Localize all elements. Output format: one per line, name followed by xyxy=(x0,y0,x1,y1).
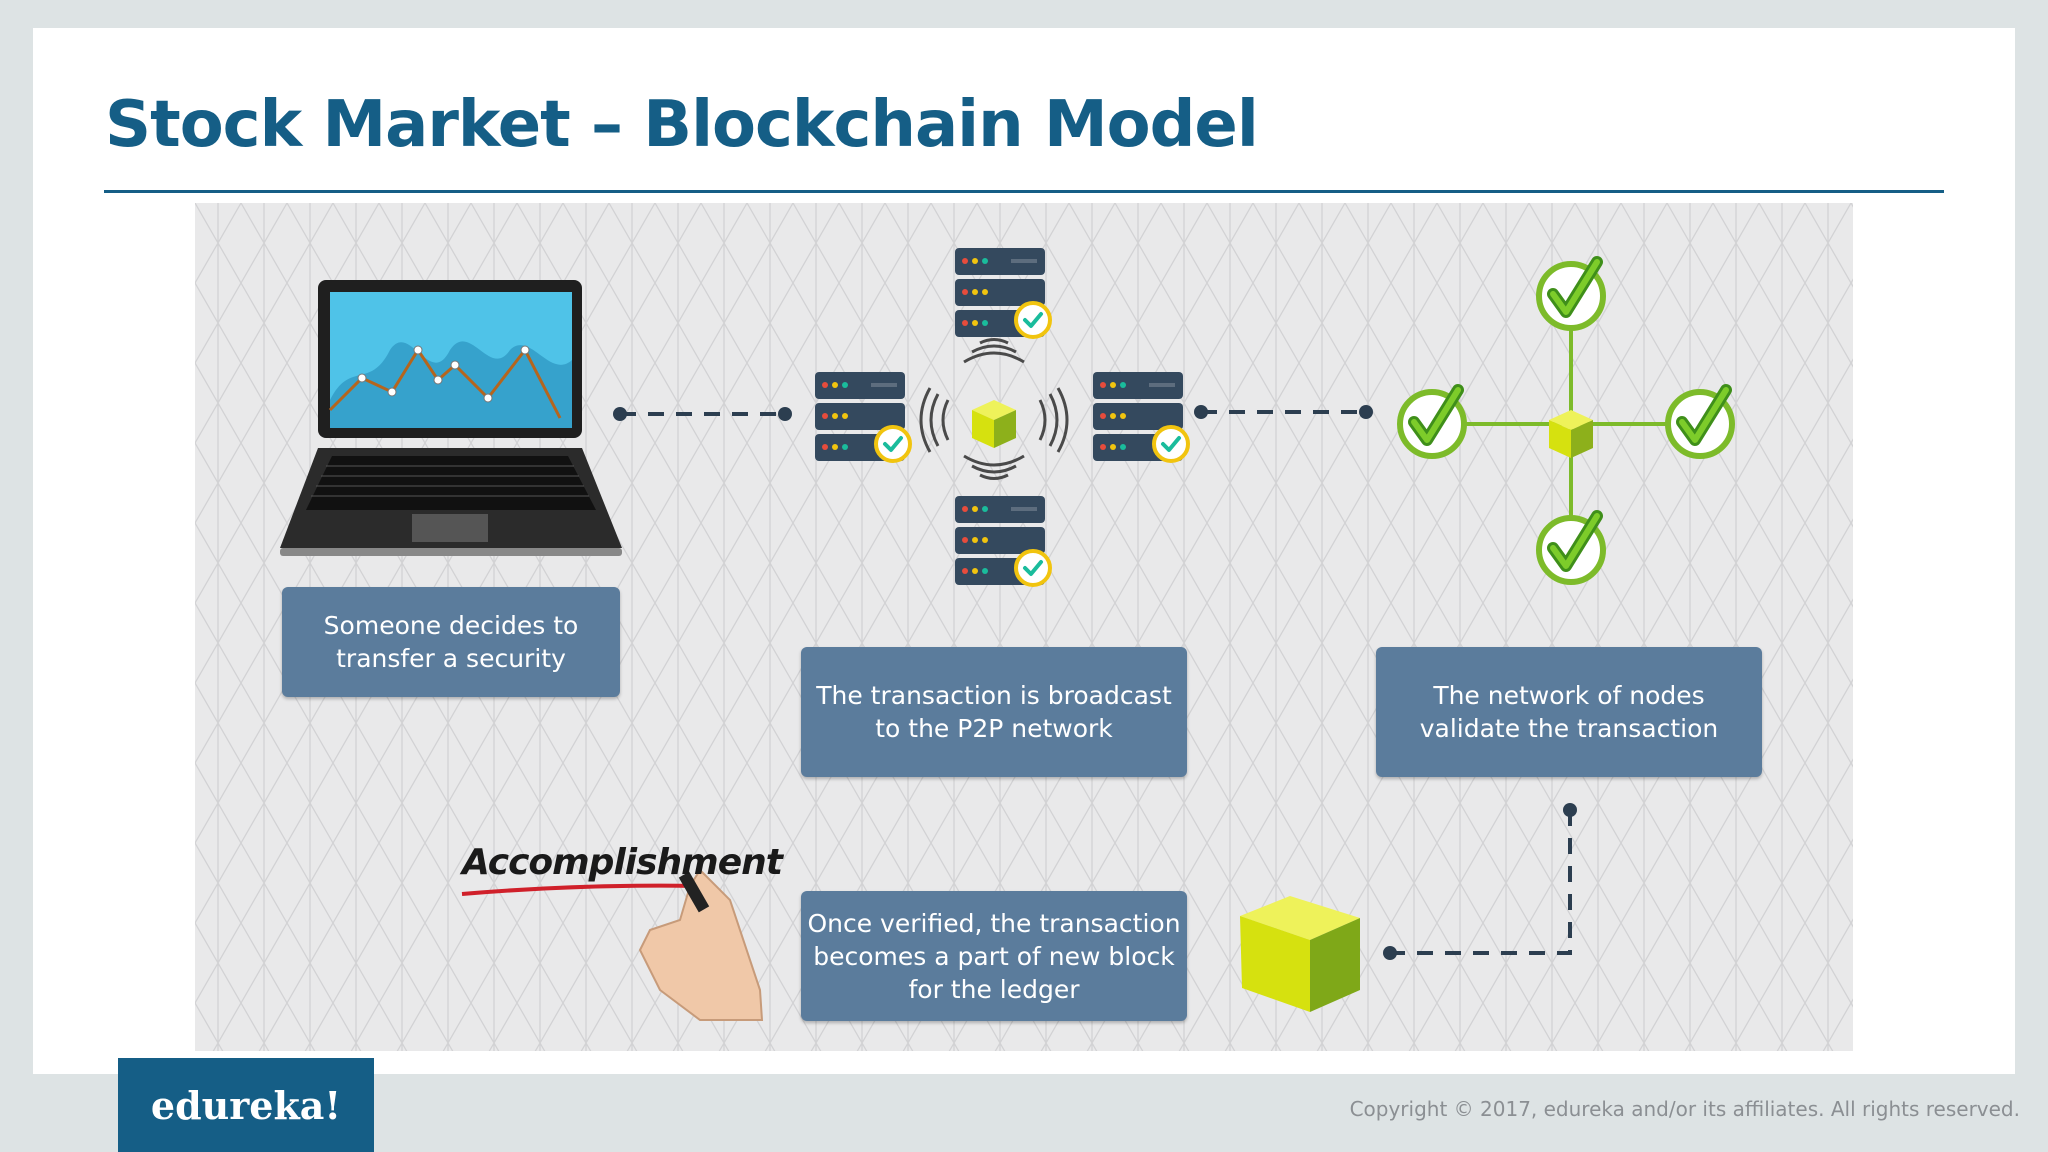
signal-icon xyxy=(919,338,1069,480)
checkmark-icon-top xyxy=(1539,262,1603,328)
validation-network xyxy=(1400,262,1732,582)
server-icon-top xyxy=(953,246,1052,339)
connector-2 xyxy=(1194,405,1373,419)
step-1-box: Someone decides to transfer a security xyxy=(282,587,620,697)
hand-marker-icon xyxy=(461,868,764,1021)
server-icon-left xyxy=(813,370,912,463)
step-3-box: The network of nodes validate the transa… xyxy=(1376,647,1762,777)
accomplishment-handwriting: Accomplishment xyxy=(462,842,783,883)
block-cube-icon-center xyxy=(972,400,1016,448)
server-icon-right xyxy=(1091,370,1190,463)
checkmark-icon-right xyxy=(1668,390,1732,456)
step-2-line-2: to the P2P network xyxy=(875,714,1113,743)
step-4-line-2: becomes a part of new block xyxy=(813,941,1175,971)
step-1-line-1: Someone decides to xyxy=(323,611,579,640)
page-title: Stock Market – Blockchain Model xyxy=(105,88,1259,162)
copyright-text: Copyright © 2017, edureka and/or its aff… xyxy=(1349,1097,2020,1121)
step-1-line-2: transfer a security xyxy=(336,644,566,673)
step-3-line-1: The network of nodes xyxy=(1433,681,1705,710)
title-underline xyxy=(104,190,1944,193)
connector-1 xyxy=(613,407,792,421)
step-2-box: The transaction is broadcast to the P2P … xyxy=(801,647,1187,777)
step-2-line-1: The transaction is broadcast xyxy=(816,681,1172,710)
logo-text: edureka! xyxy=(150,1082,342,1128)
laptop-icon xyxy=(280,280,622,556)
block-cube-icon-new xyxy=(1240,896,1360,1012)
server-icon-bottom xyxy=(953,494,1052,587)
checkmark-icon-left xyxy=(1400,390,1464,456)
edureka-logo: edureka! xyxy=(118,1058,374,1152)
block-cube-icon-validation xyxy=(1549,410,1593,458)
step-4-line-3: for the ledger xyxy=(908,974,1080,1004)
connector-3 xyxy=(1383,803,1577,960)
checkmark-icon-bottom xyxy=(1539,516,1603,582)
step-4-line-1: Once verified, the transaction xyxy=(807,908,1181,938)
step-3-line-2: validate the transaction xyxy=(1419,714,1719,743)
step-4-box: Once verified, the transaction becomes a… xyxy=(801,891,1187,1021)
